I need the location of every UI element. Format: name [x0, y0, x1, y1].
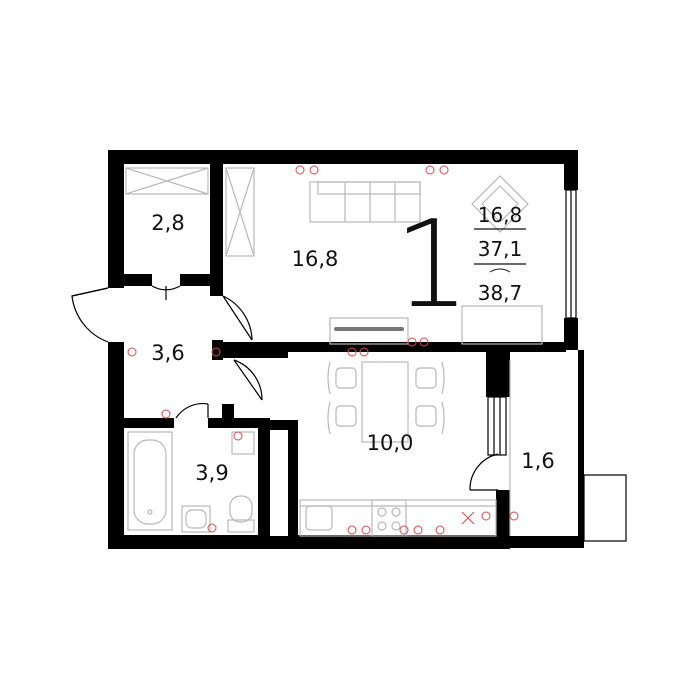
total-area: 37,1 — [478, 237, 523, 261]
armchair-icon — [471, 175, 529, 233]
doors — [71, 285, 499, 491]
toilet-icon — [227, 495, 255, 533]
window-balcony — [583, 474, 627, 542]
sofa-icon — [309, 181, 421, 223]
living-area: 16,8 — [478, 203, 523, 227]
room-area-hallway: 3,6 — [151, 341, 184, 365]
window-kitchen — [487, 396, 507, 456]
room-area-living: 16,8 — [292, 247, 339, 271]
window-living — [565, 189, 577, 319]
total-area-with-balcony: 38,7 — [478, 281, 523, 305]
dining-table-icon — [327, 361, 445, 443]
room-area-kitchen: 10,0 — [367, 431, 414, 455]
stove-icon — [371, 499, 407, 537]
tv-icon — [329, 317, 409, 345]
room-area-wardrobe: 2,8 — [151, 211, 184, 235]
walls — [108, 150, 584, 549]
desk-icon — [461, 305, 543, 345]
bathroom-sink-icon — [181, 505, 211, 533]
living-closet — [225, 167, 255, 257]
bathtub-icon — [127, 431, 173, 531]
rooms-count: 1 — [394, 196, 470, 335]
kitchen-counter — [299, 499, 497, 537]
wardrobe-shelves — [125, 167, 209, 195]
sink-icon — [305, 505, 333, 531]
room-area-balcony: 1,6 — [521, 449, 554, 473]
area-summary: 16,8 37,1 38,7 — [474, 203, 526, 305]
socket-icons — [127, 165, 519, 535]
washing-machine-icon — [231, 431, 255, 455]
room-area-bathroom: 3,9 — [195, 461, 228, 485]
